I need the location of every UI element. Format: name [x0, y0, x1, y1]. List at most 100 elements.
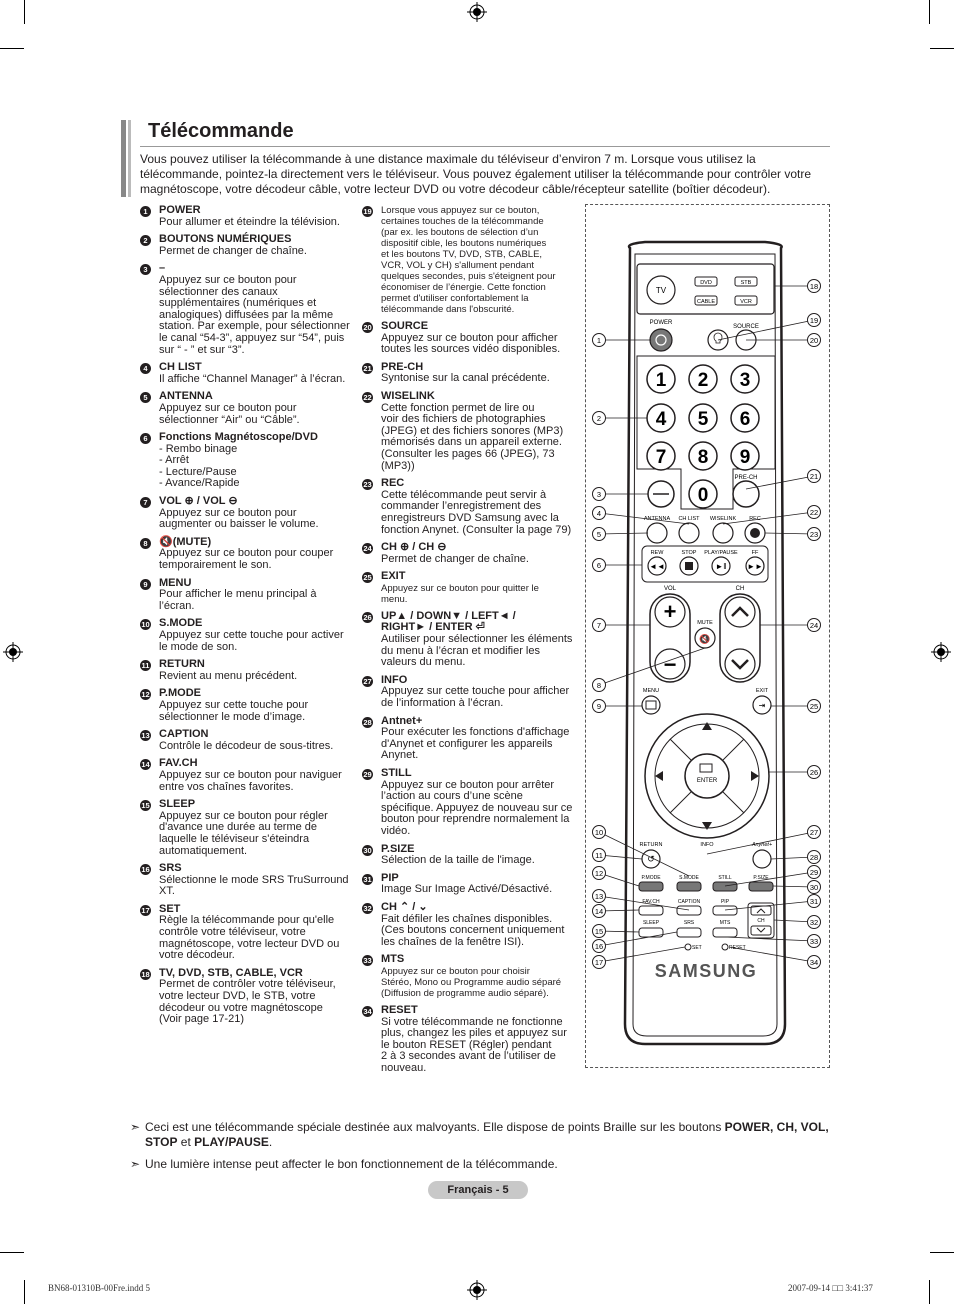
pip-label: PIP [721, 899, 730, 905]
title-rule [140, 146, 830, 147]
callout-badge [807, 527, 821, 541]
item-description: Appuyez sur ce bouton pour quitter le me… [381, 582, 539, 605]
item-description: Appuyez sur cette touche pour sélectionn… [159, 698, 309, 723]
item-description: Autiliser pour sélectionner les éléments… [381, 633, 573, 669]
callout-number: 6 [597, 561, 601, 570]
item-title: TV, DVD, STB, CABLE, VCR [159, 966, 303, 979]
pmode-button[interactable] [638, 881, 664, 892]
item-description: Image Sur Image Activé/Désactivé. [381, 883, 553, 896]
digit-1-button[interactable] [646, 364, 676, 394]
callout-line [598, 532, 649, 535]
rew-button[interactable] [647, 556, 667, 576]
dvd-button[interactable] [694, 276, 718, 287]
psize-button[interactable] [748, 881, 774, 892]
mts-button[interactable] [712, 927, 738, 938]
item-number-badge: 18 [140, 968, 151, 980]
item-description: Appuyez sur ce bouton pour régler d'avan… [159, 809, 328, 857]
prech-button[interactable] [732, 480, 760, 508]
digit-0-button[interactable] [688, 479, 718, 509]
item-title: VOL ⊕ / VOL ⊖ [159, 495, 238, 508]
rew-label: REW [651, 550, 665, 556]
anynet-button[interactable] [752, 849, 772, 869]
item-description: Règle la télécommande pour qu'elle contr… [159, 914, 340, 962]
pip-button[interactable] [712, 905, 738, 916]
callout-number: 24 [810, 621, 818, 630]
power-button[interactable] [649, 328, 673, 352]
digit-8-button[interactable] [688, 441, 718, 471]
callout-number: 16 [595, 942, 603, 951]
digit-3-button[interactable] [730, 364, 760, 394]
menu-button[interactable] [641, 695, 661, 715]
set-button[interactable] [684, 943, 692, 951]
item-title: MTS [381, 953, 405, 966]
digit-5-button[interactable] [688, 403, 718, 433]
callout-badge [807, 850, 821, 864]
reset-button[interactable] [721, 943, 729, 951]
crop-mark [24, 1280, 25, 1304]
note-arrow-icon: ➣ [130, 1120, 141, 1134]
enter-button[interactable] [684, 753, 730, 799]
up-arrow-icon [702, 722, 712, 730]
callout-line [598, 895, 690, 911]
item-number-badge: 14 [140, 759, 151, 771]
exit-button[interactable] [752, 695, 772, 715]
item-title: CH LIST [159, 361, 202, 374]
cable-button[interactable] [694, 295, 718, 306]
ff-icon: ►► [747, 562, 763, 571]
registration-mark-icon [3, 642, 23, 662]
item-number-badge: 1 [140, 206, 151, 217]
item-number-badge: 23 [362, 479, 373, 491]
callout-line [598, 946, 686, 963]
callout-line [745, 475, 815, 490]
menu-label: MENU [643, 688, 659, 694]
callout-badge [592, 699, 606, 713]
tv-button[interactable] [646, 275, 676, 305]
sleep-button[interactable] [638, 927, 664, 938]
digit-2-button[interactable] [688, 364, 718, 394]
wiselink-button[interactable] [712, 522, 734, 544]
tv-label: TV [656, 286, 667, 295]
digit-6-button[interactable] [730, 403, 760, 433]
item-description: Appuyez sur ce bouton pour sélectionner … [159, 273, 350, 356]
antenna-button[interactable] [646, 522, 668, 544]
item-description: Appuyez sur ce bouton pour afficher tout… [381, 331, 561, 356]
right-arrow-icon [751, 771, 759, 781]
digit-9-button[interactable] [730, 441, 760, 471]
pip-ch-down-button[interactable] [750, 925, 772, 936]
callout-number: 17 [595, 958, 603, 967]
callout-badge [807, 825, 821, 839]
item-title: EXIT [381, 570, 406, 583]
callout-number: 32 [810, 918, 818, 927]
callout-badge [592, 506, 606, 520]
still-button[interactable] [712, 881, 738, 892]
smode-label: S.MODE [679, 875, 699, 881]
playpause-button[interactable] [711, 556, 731, 576]
item-number-badge: 13 [140, 730, 151, 742]
digit-7-button[interactable] [646, 441, 676, 471]
ff-button[interactable] [745, 556, 765, 576]
stb-button[interactable] [734, 276, 758, 287]
plus-icon: + [664, 599, 677, 624]
title-accent-bar [121, 120, 126, 197]
chlist-button[interactable] [678, 522, 700, 544]
srs-button[interactable] [676, 927, 702, 938]
callout-line [724, 936, 815, 942]
item-number-badge: 11 [140, 660, 151, 672]
vcr-button[interactable] [734, 295, 758, 306]
smode-button[interactable] [676, 881, 702, 892]
caption-button[interactable] [676, 905, 702, 916]
crop-mark [0, 48, 24, 49]
vcr-label: VCR [740, 299, 752, 305]
favch-button[interactable] [638, 905, 664, 916]
dvd-label: DVD [700, 280, 712, 286]
stop-icon [685, 562, 693, 570]
remote-illustration-frame [585, 204, 830, 1068]
